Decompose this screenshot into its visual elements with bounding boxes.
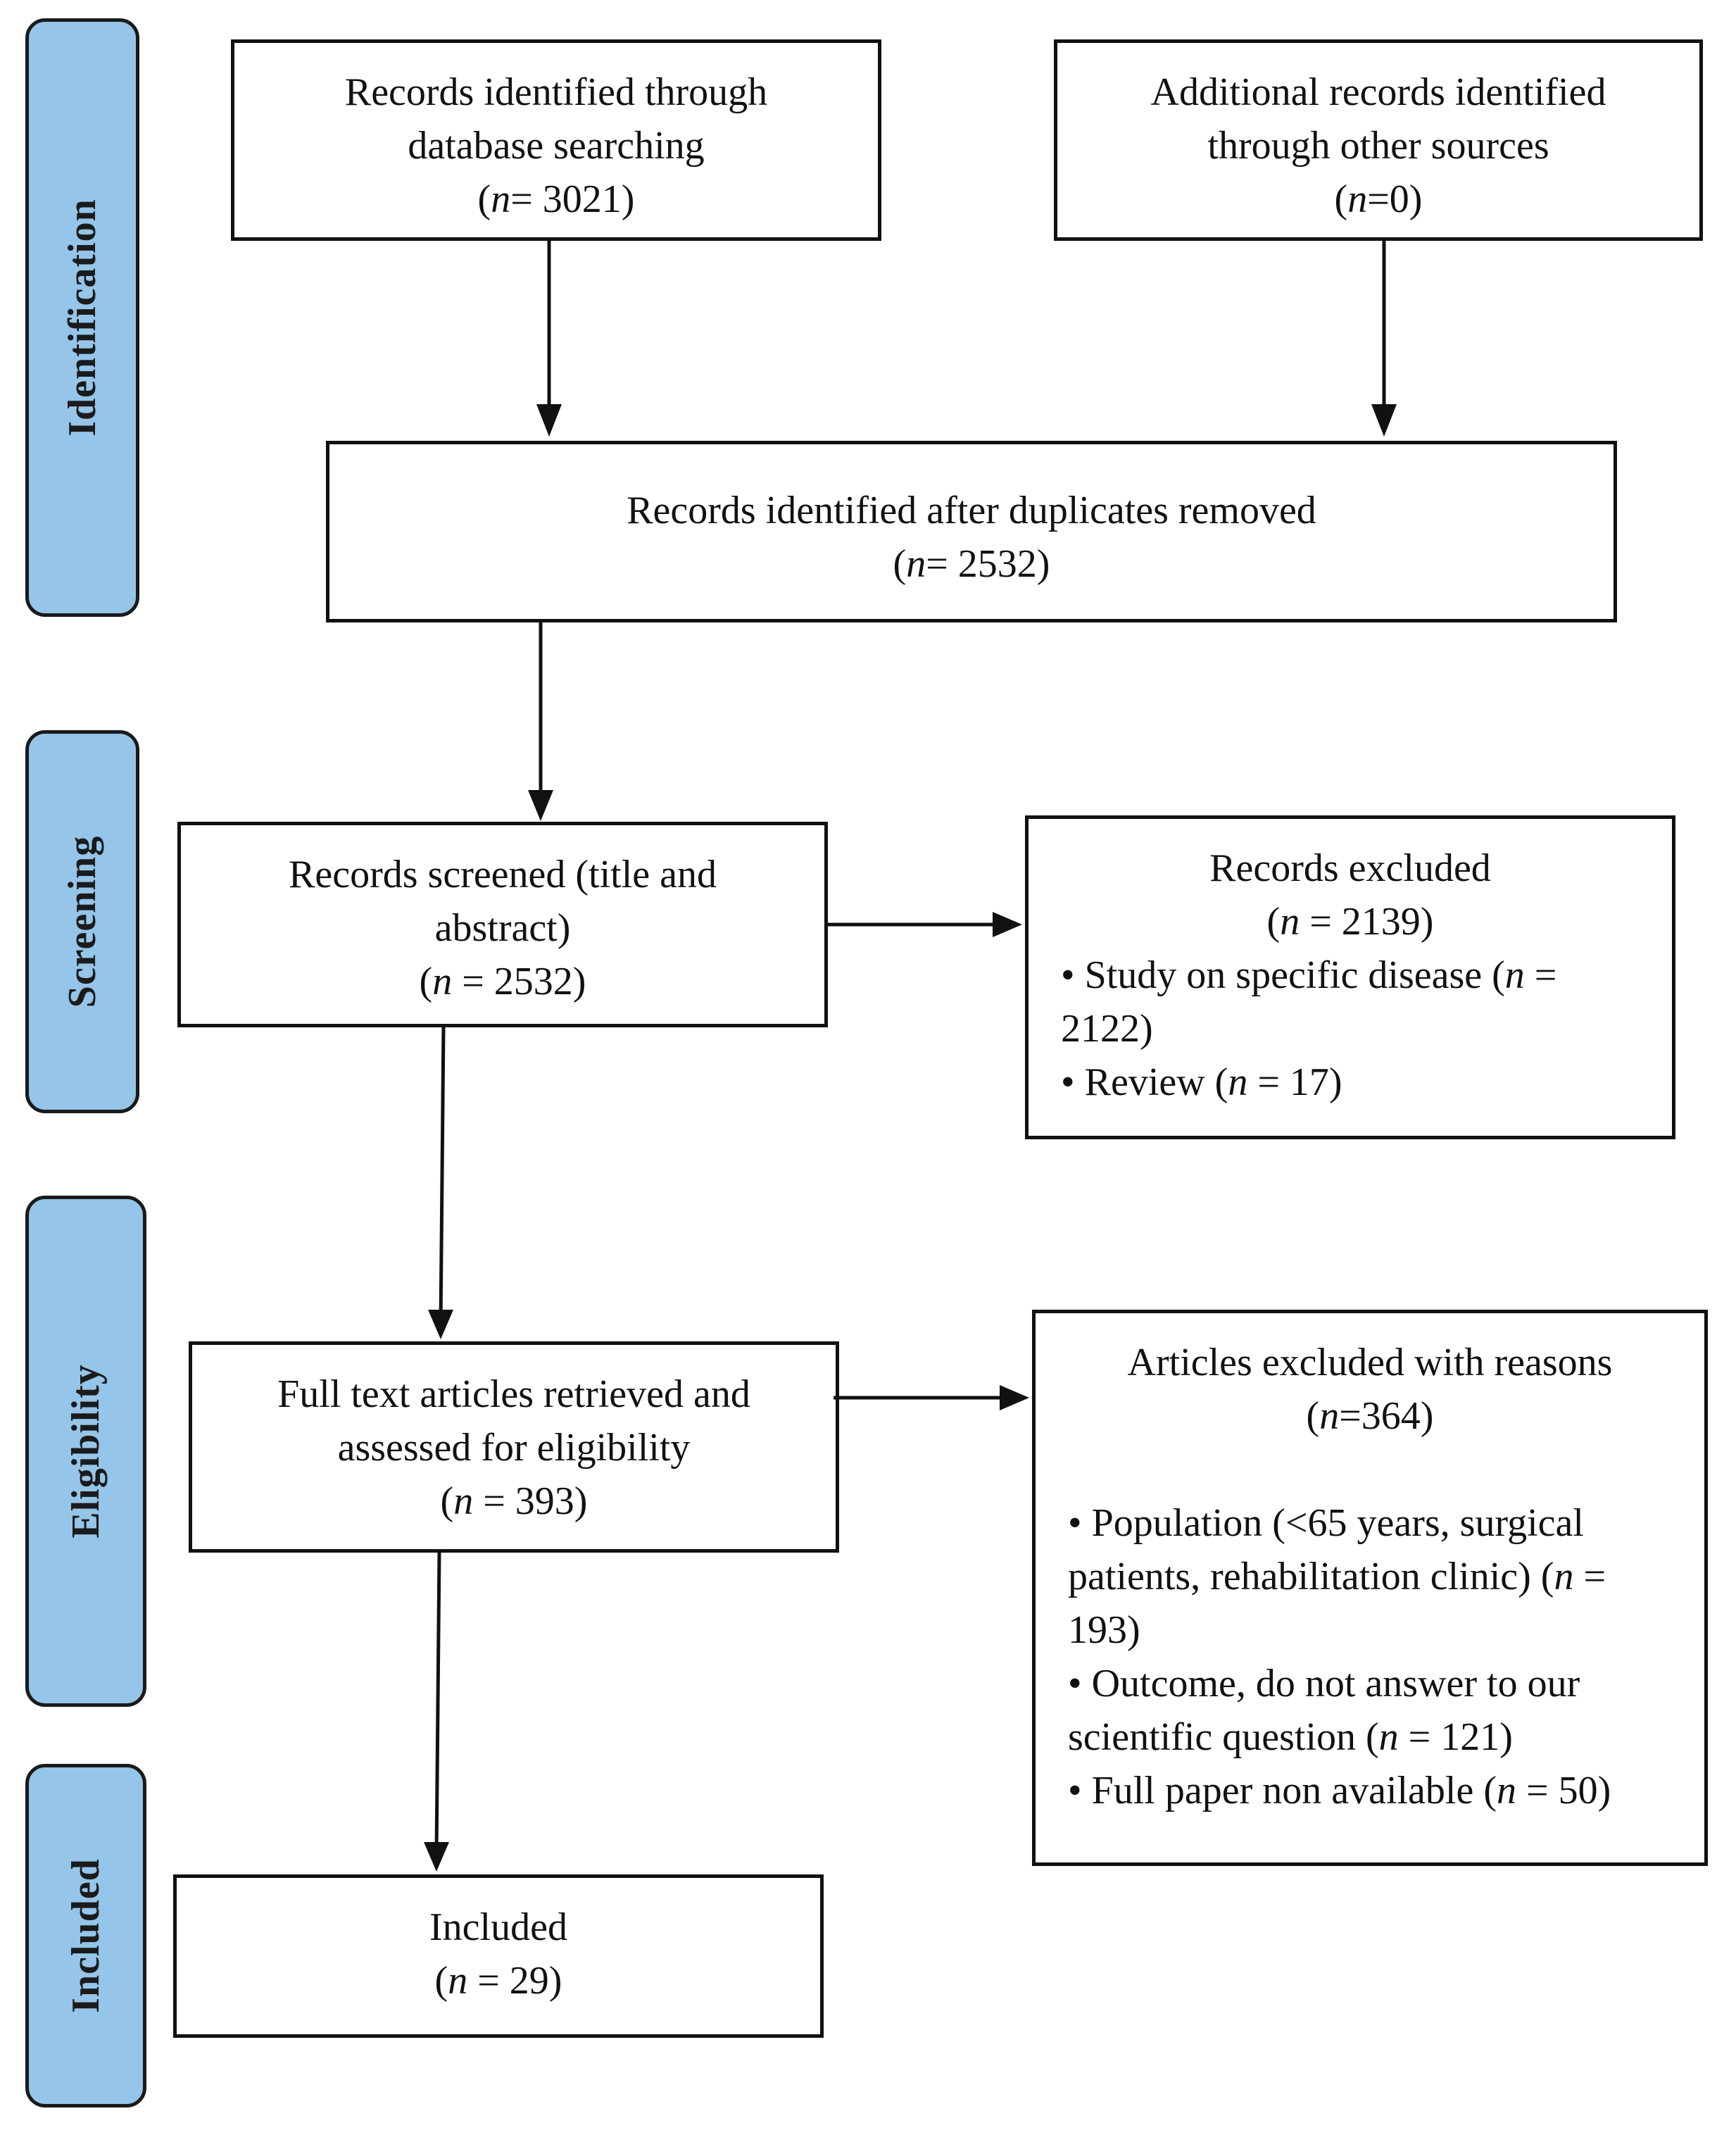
- full-text-line2: assessed for eligibility: [337, 1426, 691, 1470]
- stage-included: Included: [25, 1764, 146, 2107]
- included-count: (n = 29): [434, 1959, 562, 2003]
- full-text-box: Full text articles retrieved and assesse…: [189, 1341, 839, 1553]
- records-excluded-reason-disease: • Study on specific disease (n =: [1061, 953, 1557, 997]
- articles-excluded-reason-full-paper: • Full paper non available (n = 50): [1068, 1769, 1611, 1812]
- articles-excluded-reason-population: • Population (<65 years, surgical: [1068, 1501, 1584, 1545]
- full-text-line1: Full text articles retrieved and: [277, 1372, 750, 1416]
- arrow-screened-to-fulltext: [439, 1027, 446, 1324]
- articles-excluded-count: (n=364): [1306, 1394, 1434, 1438]
- records-excluded-reason-review: • Review (n = 17): [1061, 1060, 1342, 1104]
- included-line1: Included: [429, 1905, 567, 1949]
- other-sources-box: Additional records identified through ot…: [1054, 39, 1703, 241]
- stage-screening: Screening: [25, 730, 139, 1113]
- articles-excluded-box: Articles excluded with reasons (n=364) •…: [1032, 1310, 1708, 1866]
- deduplicated-box: Records identified after duplicates remo…: [326, 441, 1617, 622]
- screened-line2: abstract): [434, 906, 571, 950]
- other-sources-line1: Additional records identified: [1150, 70, 1606, 114]
- screened-box: Records screened (title and abstract) (n…: [177, 822, 828, 1027]
- articles-excluded-reason-outcome: • Outcome, do not answer to our: [1068, 1662, 1580, 1705]
- arrow-other-to-dedup-head: [1371, 404, 1397, 437]
- arrow-fulltext-to-excluded-head: [1000, 1385, 1029, 1410]
- screened-line1: Records screened (title and: [289, 853, 717, 896]
- records-excluded-title: Records excluded: [1209, 846, 1491, 890]
- database-records-box: Records identified through database sear…: [231, 39, 881, 241]
- included-box: Included (n = 29): [173, 1874, 824, 2038]
- records-excluded-box: Records excluded (n = 2139) • Study on s…: [1025, 815, 1675, 1139]
- deduplicated-count: (n= 2532): [893, 542, 1050, 586]
- database-records-line1: Records identified through: [344, 70, 768, 114]
- database-records-count: (n= 3021): [477, 177, 635, 221]
- arrow-fulltext-to-included-head: [424, 1842, 449, 1872]
- arrow-dedup-to-screened-head: [528, 790, 553, 821]
- stage-identification: Identification: [25, 18, 139, 617]
- other-sources-line2: through other sources: [1207, 124, 1549, 168]
- deduplicated-line1: Records identified after duplicates remo…: [627, 489, 1316, 532]
- screened-count: (n = 2532): [419, 960, 586, 1003]
- articles-excluded-reason-population-count: 193): [1068, 1608, 1140, 1652]
- database-records-line2: database searching: [408, 124, 705, 168]
- records-excluded-reason-disease-cont: 2122): [1061, 1007, 1153, 1051]
- articles-excluded-reason-population-cont: patients, rehabilitation clinic) (n =: [1068, 1555, 1606, 1598]
- arrow-fulltext-to-included: [434, 1552, 441, 1855]
- other-sources-count: (n=0): [1334, 177, 1423, 221]
- arrow-screened-to-fulltext-head: [428, 1310, 453, 1339]
- stage-eligibility: Eligibility: [25, 1196, 146, 1707]
- full-text-count: (n = 393): [440, 1479, 588, 1523]
- arrow-database-to-dedup-head: [536, 404, 562, 437]
- articles-excluded-title: Articles excluded with reasons: [1127, 1341, 1613, 1384]
- articles-excluded-reason-outcome-cont: scientific question (n = 121): [1068, 1715, 1513, 1759]
- records-excluded-count: (n = 2139): [1266, 900, 1434, 944]
- arrow-screened-to-excluded-head: [993, 912, 1022, 937]
